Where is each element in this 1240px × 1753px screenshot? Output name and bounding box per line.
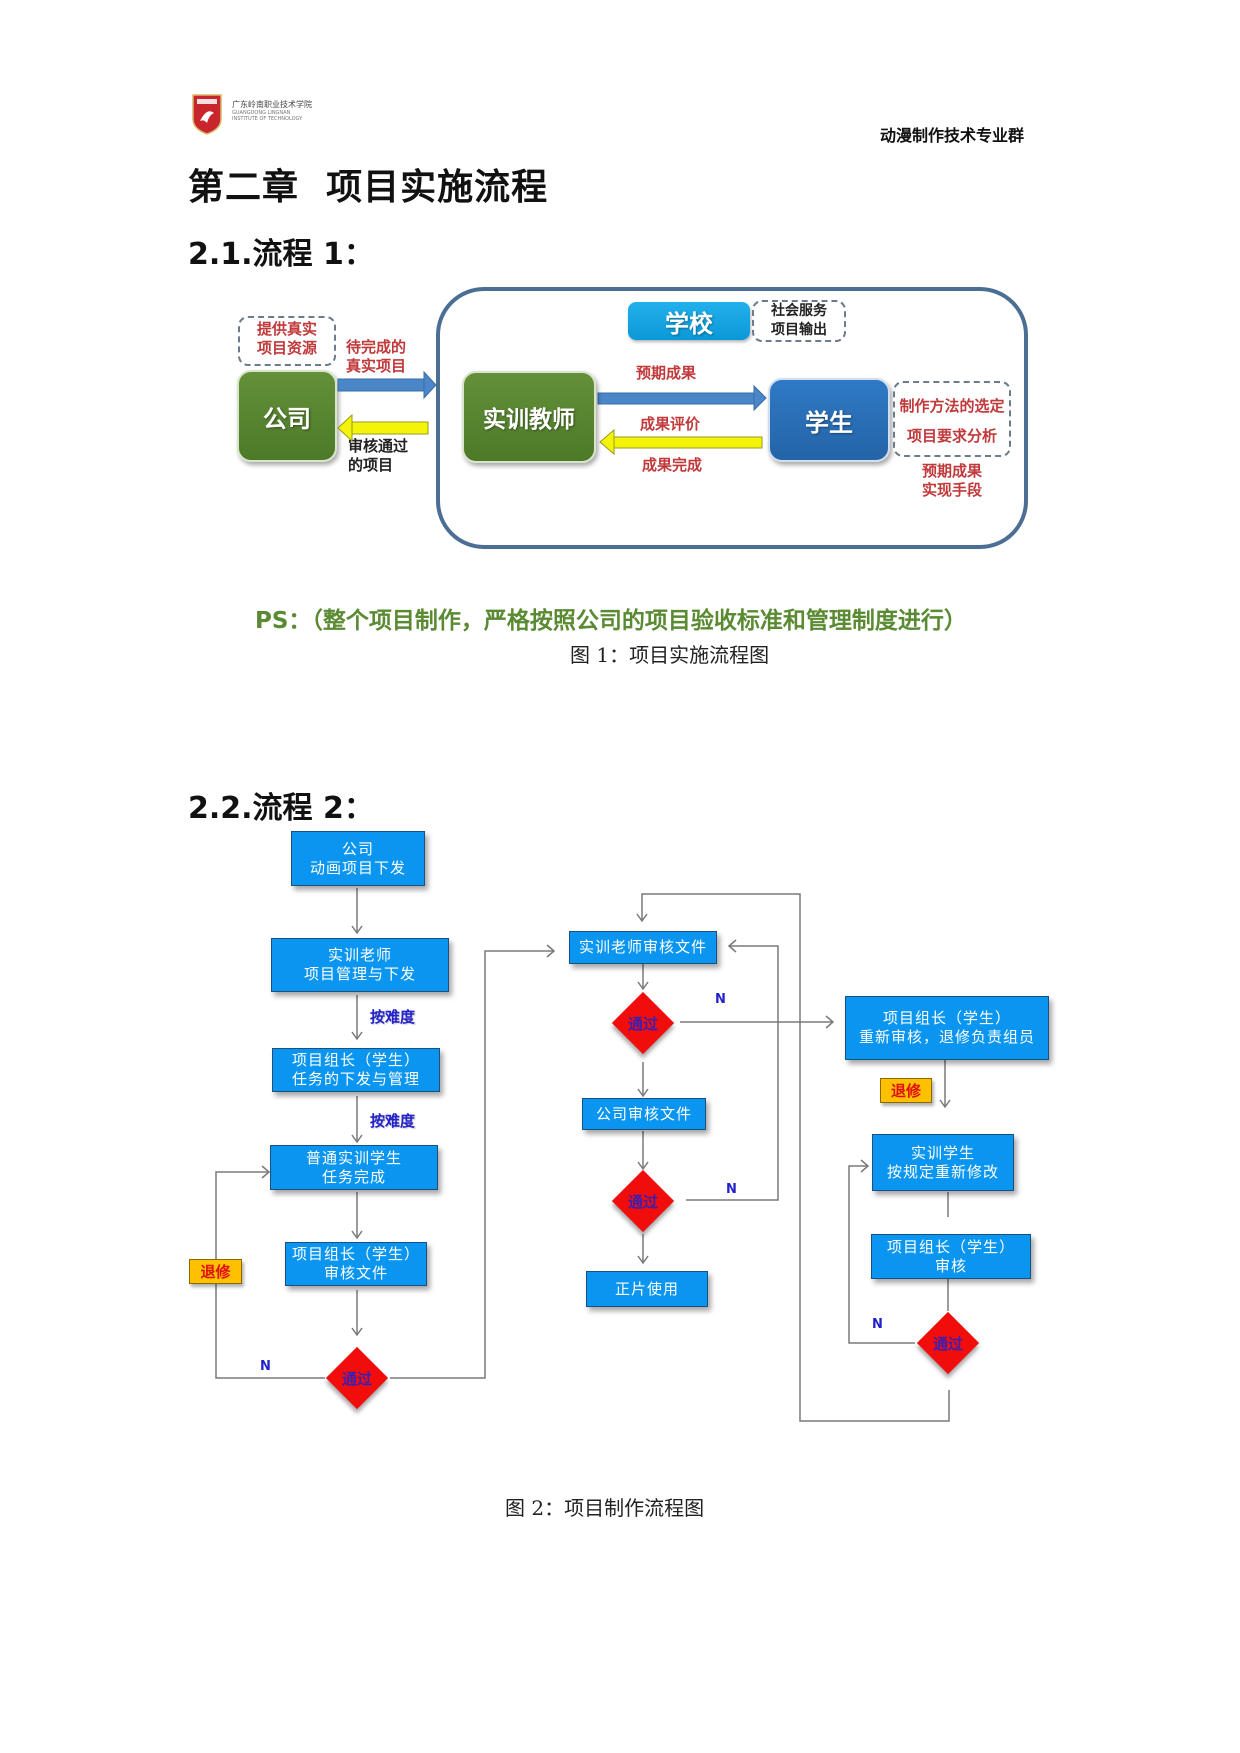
- arrow-company-to-teacher: [337, 370, 437, 400]
- arrow-head: [637, 1161, 649, 1171]
- arrow-label-result-evaluation: 成果评价: [640, 415, 701, 433]
- arrow-head: [637, 981, 649, 991]
- arrow-head: [636, 913, 648, 923]
- connector-loop-n3: [686, 945, 779, 1201]
- student-revise-box: 实训学生 按规定重新修改: [872, 1134, 1014, 1191]
- arrow-head: [261, 1165, 271, 1179]
- company-box: 公司: [237, 370, 337, 462]
- school-note: 社会服务 项目输出: [771, 303, 827, 338]
- arrow-teacher-to-company: [337, 413, 429, 443]
- student-note-means: 预期成果 实现手段: [921, 462, 982, 499]
- ps-note: PS：（整个项目制作，严格按照公司的项目验收标准和管理制度进行）: [255, 608, 967, 634]
- company-note: 提供真实 项目资源: [256, 320, 317, 357]
- n-label-3: N: [726, 1182, 737, 1197]
- arrow-head: [939, 1099, 951, 1109]
- student-note-box: [893, 381, 1011, 457]
- n-label-1: N: [260, 1359, 271, 1374]
- student-complete-box: 普通实训学生 任务完成: [270, 1145, 438, 1190]
- figure-1-caption: 图 1：项目实施流程图: [570, 643, 770, 667]
- decision-label: 通过: [341, 1369, 372, 1388]
- arrow-head: [351, 1327, 363, 1337]
- arrow-head: [351, 1031, 363, 1041]
- arrow-head: [637, 1088, 649, 1098]
- rework-label-2: 退修: [880, 1078, 932, 1103]
- teacher-review-box: 实训老师审核文件: [569, 931, 717, 964]
- school-logo-icon: [192, 94, 222, 135]
- decision-diamond-2: 通过: [611, 991, 675, 1055]
- rework-label-1: 退修: [189, 1259, 242, 1284]
- by-difficulty-label-1: 按难度: [370, 1008, 416, 1026]
- decision-label: 通过: [627, 1014, 658, 1033]
- chapter-title: 第二章 项目实施流程: [188, 167, 549, 208]
- leader-rereview-box: 项目组长（学生） 重新审核，退修负责组员: [845, 996, 1049, 1060]
- company-issue-box: 公司 动画项目下发: [291, 831, 425, 886]
- decision-label: 通过: [932, 1334, 963, 1353]
- arrow-head: [727, 939, 737, 953]
- school-name-cn: 广东岭南职业技术学院: [232, 100, 312, 109]
- decision-diamond-1: 通过: [325, 1346, 389, 1410]
- student-note-analysis: 项目要求分析: [906, 427, 997, 445]
- final-use-box: 正片使用: [586, 1271, 708, 1307]
- arrow-label-result-complete: 成果完成: [642, 456, 703, 474]
- section-heading-2: 2.2.流程 2：: [188, 791, 374, 826]
- decision-diamond-3: 通过: [611, 1169, 675, 1233]
- department-name: 动漫制作技术专业群: [880, 126, 1025, 145]
- school-frame: [436, 287, 1028, 549]
- school-box: 学校: [628, 302, 750, 340]
- student-note-method: 制作方法的选定: [899, 397, 1005, 415]
- student-box: 学生: [768, 378, 890, 462]
- arrow-head: [546, 944, 556, 958]
- n-label-2: N: [715, 992, 726, 1007]
- connector-pass-1: [390, 950, 553, 1379]
- teacher-box: 实训教师: [462, 371, 596, 463]
- arrow-head: [637, 1255, 649, 1265]
- school-name-en: GUANGDONG LINGNAN INSTITUTE OF TECHNOLOG…: [232, 110, 303, 122]
- arrow-head: [351, 1134, 363, 1144]
- arrow-label-expected-result: 预期成果: [636, 364, 697, 382]
- arrow-head: [351, 925, 363, 935]
- arrow-student-to-teacher: [599, 428, 763, 456]
- n-label-4: N: [872, 1317, 883, 1332]
- connector-loop-n4: [848, 1165, 915, 1344]
- company-review-box: 公司审核文件: [582, 1098, 706, 1130]
- section-heading-1: 2.1.流程 1：: [188, 237, 374, 272]
- leader-check-box: 项目组长（学生） 审核: [871, 1234, 1031, 1279]
- arrow-label-approved-project: 审核通过 的项目: [348, 437, 409, 474]
- arrow-label-pending-project: 待完成的 真实项目: [346, 338, 407, 375]
- connector-loop-final: [641, 893, 950, 1422]
- arrow-head: [825, 1015, 835, 1029]
- arrow-teacher-to-student: [597, 384, 767, 412]
- arrow-head: [351, 1230, 363, 1240]
- leader-manage-box: 项目组长（学生） 任务的下发与管理: [272, 1048, 440, 1092]
- decision-label: 通过: [627, 1192, 658, 1211]
- by-difficulty-label-2: 按难度: [370, 1112, 416, 1130]
- teacher-manage-box: 实训老师 项目管理与下发: [271, 938, 449, 992]
- leader-review-box: 项目组长（学生） 审核文件: [285, 1242, 427, 1286]
- school-note-box: [752, 300, 846, 342]
- decision-diamond-4: 通过: [916, 1311, 980, 1375]
- figure-2-caption: 图 2：项目制作流程图: [505, 1496, 705, 1520]
- arrow-head: [860, 1159, 870, 1173]
- company-note-box: [238, 316, 336, 366]
